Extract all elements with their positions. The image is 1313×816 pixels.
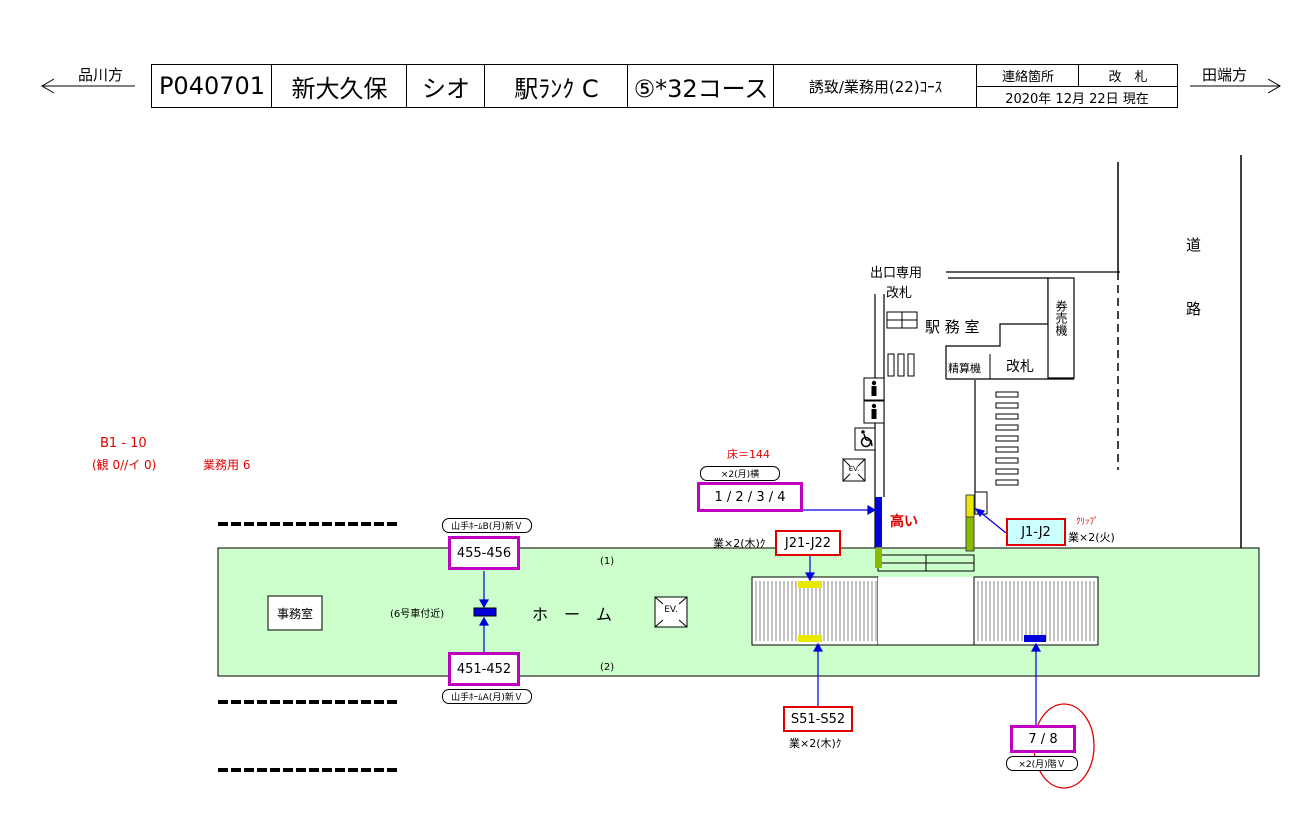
gate-lane: [995, 457, 1019, 464]
track1-label: (1): [600, 556, 615, 567]
gate-lane: [995, 479, 1019, 486]
fare-adjustment-label: 精算機: [948, 362, 981, 375]
ev-label-platform: EV.: [664, 605, 678, 615]
road-label-1: 道: [1186, 236, 1202, 254]
car6-label: (6号車付近): [390, 609, 445, 620]
high-label: 高い: [890, 514, 918, 530]
gate-lane: [995, 435, 1019, 442]
exit-only-label: 出口専用: [870, 266, 923, 281]
summary-detail: (観 0//イ 0): [92, 458, 157, 472]
track2-label: (2): [600, 662, 615, 673]
right-arrow-icon: [1190, 78, 1281, 94]
location-j1-j2: J1-J2: [1006, 518, 1066, 546]
course: ⑤*32コース: [627, 64, 775, 108]
note-j1-clip: ｸﾘｯﾌﾟ: [1076, 517, 1099, 527]
note-451: 山手ﾎｰﾑA(月)新Ｖ: [442, 689, 532, 704]
left-arrow-icon: [41, 78, 135, 94]
ev-label-concourse: EV.: [848, 465, 860, 473]
note-j21: 業×2(木)ｸ: [713, 537, 766, 550]
note-455: 山手ﾎｰﾑB(月)新Ｖ: [442, 518, 532, 533]
gate-lane: [995, 402, 1019, 409]
note-1234: ×2(月)横: [700, 466, 780, 481]
usage: 誘致/業務用(22)ｺｰｽ: [773, 64, 978, 108]
office-label: 事務室: [276, 607, 313, 621]
location-455-456: 455-456: [448, 536, 520, 570]
location-s51-s52: S51-S52: [783, 706, 853, 732]
platform-label: ホ ー ム: [532, 605, 613, 624]
station-rank: 駅ﾗﾝｸ C: [484, 64, 629, 108]
date: 2020年 12月 22日 現在: [976, 86, 1178, 108]
location-451-452: 451-452: [448, 652, 520, 686]
station-office-label: 駅 務 室: [925, 318, 980, 336]
summary-business: 業務用 6: [203, 458, 251, 472]
gate-lane: [995, 446, 1019, 453]
gate-lane: [995, 413, 1019, 420]
location-1234: 1 / 2 / 3 / 4: [697, 482, 803, 512]
note-7-8: ×2(月)階Ｖ: [1006, 756, 1078, 771]
contact-label: 連絡箇所: [976, 64, 1080, 87]
location-7-8: 7 / 8: [1010, 725, 1076, 753]
gate-lane: [995, 468, 1019, 475]
location-j21-j22: J21-J22: [775, 530, 841, 556]
note-j1: 業×2(火): [1068, 531, 1115, 544]
road-label-2: 路: [1186, 300, 1202, 318]
station-code: P040701: [151, 64, 273, 108]
note-s51: 業×2(木)ｸ: [789, 737, 842, 750]
gate-lane: [995, 424, 1019, 431]
ticket-machine-label: 券売機: [1054, 300, 1068, 336]
station-name: 新大久保: [271, 64, 408, 108]
summary-count: B1 - 10: [100, 436, 147, 451]
gate-lane: [995, 391, 1019, 398]
gate-label: 改札: [1006, 359, 1034, 375]
exit-only-gate-label: 改札: [886, 286, 913, 301]
floor-note: 床＝144: [727, 448, 770, 461]
